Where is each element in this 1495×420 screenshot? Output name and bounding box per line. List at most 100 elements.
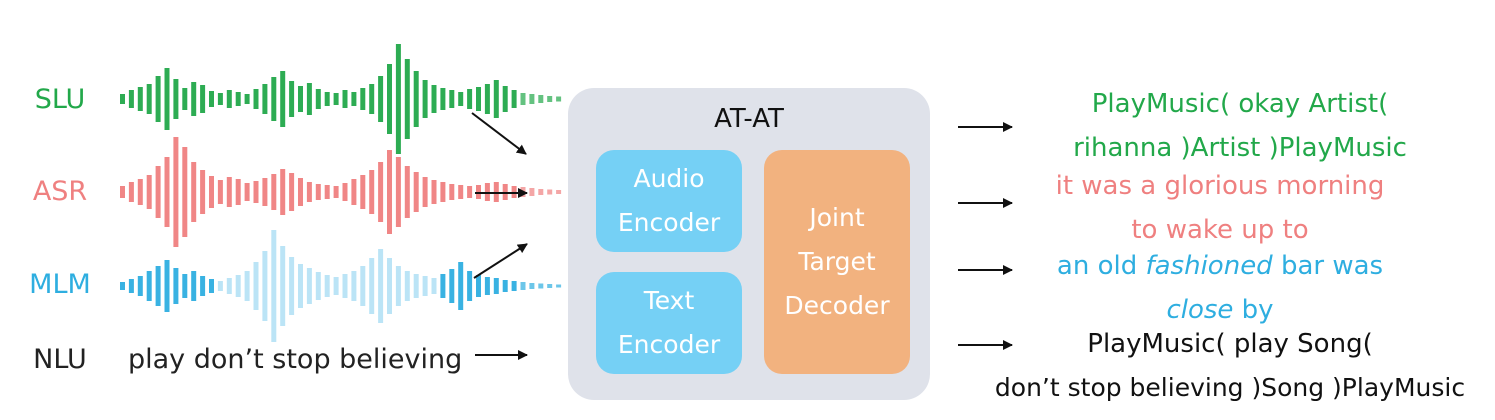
wave-bar xyxy=(387,64,392,134)
wave-bar xyxy=(235,179,241,205)
wave-bar xyxy=(235,275,241,297)
text-encoder-line2: Encoder xyxy=(617,330,721,359)
wave-bar xyxy=(164,260,170,312)
arrow-slu-in xyxy=(471,112,527,155)
slu-label: SLU xyxy=(34,84,86,115)
mlm-waveform xyxy=(120,230,562,342)
wave-bar xyxy=(351,271,357,301)
wave-bar xyxy=(226,278,232,294)
text-encoder-line1: Text xyxy=(643,286,695,315)
wave-bar xyxy=(342,90,348,108)
wave-bar xyxy=(360,266,366,306)
wave-bar xyxy=(164,157,170,227)
slu-waveform xyxy=(120,44,562,154)
wave-bar xyxy=(333,93,339,105)
wave-bar xyxy=(502,280,508,292)
wave-bar xyxy=(467,89,473,109)
wave-bar xyxy=(369,84,375,114)
decoder-line3: Decoder xyxy=(784,291,890,320)
wave-bar xyxy=(315,89,321,109)
nlu-input-text: play don’t stop believing xyxy=(128,344,463,375)
wave-bar xyxy=(235,92,241,106)
wave-bar xyxy=(146,175,152,209)
wave-bar xyxy=(449,269,455,303)
wave-bar xyxy=(298,264,303,308)
wave-bar xyxy=(556,284,562,288)
wave-bar xyxy=(217,180,223,204)
audio-encoder-line2: Encoder xyxy=(617,208,721,237)
wave-bar xyxy=(289,81,295,117)
wave-bar xyxy=(271,77,277,121)
wave-bar xyxy=(146,84,152,114)
wave-bar xyxy=(458,92,464,106)
wave-bar xyxy=(164,68,170,130)
wave-bar xyxy=(538,95,544,103)
wave-bar xyxy=(520,282,526,290)
wave-bar xyxy=(173,137,179,247)
wave-bar xyxy=(306,182,312,202)
mlm-output-line1: an old fashioned bar was xyxy=(1000,244,1440,288)
wave-bar xyxy=(529,94,535,104)
wave-bar xyxy=(556,190,562,194)
wave-bar xyxy=(324,275,330,297)
wave-bar xyxy=(209,91,214,107)
mlm-output-masked-word-2: close xyxy=(1166,295,1234,325)
wave-bar xyxy=(431,180,437,204)
wave-bar xyxy=(342,183,348,201)
wave-bar xyxy=(458,185,464,199)
wave-bar xyxy=(378,76,384,122)
wave-bar xyxy=(413,172,419,212)
wave-bar xyxy=(404,271,410,301)
wave-bar xyxy=(395,157,401,227)
decoder-line2: Target xyxy=(798,247,876,276)
wave-bar xyxy=(360,88,366,110)
decoder-line1: Joint xyxy=(809,203,865,232)
wave-bar xyxy=(253,89,259,109)
wave-bar xyxy=(476,87,481,111)
wave-bar xyxy=(191,82,197,116)
wave-bar xyxy=(333,186,339,198)
wave-bar xyxy=(431,278,437,294)
wave-bar xyxy=(404,166,410,218)
wave-bar xyxy=(324,185,330,199)
wave-bar xyxy=(324,92,330,106)
wave-bar xyxy=(422,276,428,296)
wave-bar xyxy=(280,71,286,127)
wave-bar xyxy=(137,179,143,205)
wave-bar xyxy=(449,184,455,200)
wave-bar xyxy=(493,278,499,294)
wave-bar xyxy=(253,181,259,203)
wave-bar xyxy=(217,93,223,105)
wave-bar xyxy=(511,90,517,108)
audio-encoder-box: Audio Encoder xyxy=(596,150,742,252)
wave-bar xyxy=(369,170,375,214)
wave-bar xyxy=(440,182,446,202)
wave-bar xyxy=(244,94,250,104)
wave-bar xyxy=(306,83,312,115)
wave-bar xyxy=(547,96,553,102)
wave-bar xyxy=(351,92,357,106)
wave-bar xyxy=(226,90,232,108)
wave-bar xyxy=(440,274,446,298)
wave-bar xyxy=(298,178,303,206)
wave-bar xyxy=(556,96,562,102)
wave-bar xyxy=(280,246,286,326)
wave-bar xyxy=(146,271,152,301)
asr-output-line2: to wake up to xyxy=(1131,215,1309,245)
wave-bar xyxy=(262,84,268,114)
mlm-output: an old fashioned bar was close by xyxy=(1000,244,1440,332)
wave-bar xyxy=(289,173,295,211)
wave-bar xyxy=(244,183,250,201)
wave-bar xyxy=(484,277,490,295)
wave-bar xyxy=(529,188,535,196)
wave-bar xyxy=(529,283,535,289)
slu-output-line1: PlayMusic( okay Artist( xyxy=(1091,89,1389,119)
wave-bar xyxy=(262,178,268,206)
wave-bar xyxy=(173,268,179,304)
wave-bar xyxy=(351,179,357,205)
wave-bar xyxy=(298,86,303,112)
wave-bar xyxy=(128,90,134,108)
wave-bar xyxy=(378,249,384,323)
wave-bar xyxy=(120,282,125,290)
nlu-output: PlayMusic( play Song( don’t stop believi… xyxy=(980,322,1480,410)
